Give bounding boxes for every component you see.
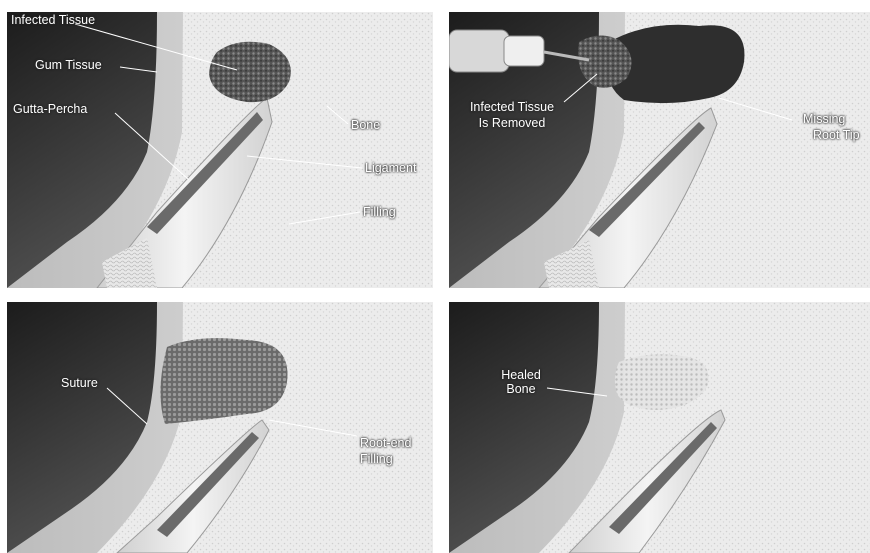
panel-tissue-removed: Infected Tissue Is Removed Missing Root … bbox=[449, 12, 870, 288]
label-filling: Filling bbox=[363, 205, 396, 219]
label-infected-removed-line2: Is Removed bbox=[457, 116, 567, 130]
label-gutta-percha: Gutta-Percha bbox=[13, 102, 87, 116]
instrument-handle bbox=[449, 30, 509, 72]
infected-tissue-blob bbox=[209, 42, 291, 102]
label-root-end-line2: Filling bbox=[360, 452, 393, 466]
panel-healed-bone: Healed Bone bbox=[449, 302, 870, 553]
panel-illustration bbox=[7, 302, 433, 553]
label-missing-line1: Missing bbox=[803, 112, 845, 126]
panel-illustration bbox=[449, 302, 870, 553]
panel-root-end-filling: Suture Root-end Filling bbox=[7, 302, 433, 553]
label-missing-line2: Root Tip bbox=[813, 128, 860, 142]
label-infected-tissue: Infected Tissue bbox=[11, 13, 95, 27]
label-gum-tissue: Gum Tissue bbox=[35, 58, 102, 72]
panel-infected-tissue: Infected Tissue Gum Tissue Gutta-Percha … bbox=[7, 12, 433, 288]
label-root-end-line1: Root-end bbox=[360, 436, 411, 450]
label-infected-removed-line1: Infected Tissue bbox=[457, 100, 567, 114]
label-healed-line1: Healed bbox=[491, 368, 551, 382]
label-healed-line2: Bone bbox=[491, 382, 551, 396]
label-suture: Suture bbox=[61, 376, 98, 390]
label-bone: Bone bbox=[351, 118, 380, 132]
instrument-head bbox=[504, 36, 544, 66]
panel-illustration bbox=[7, 12, 433, 288]
panel-illustration bbox=[449, 12, 870, 288]
label-ligament: Ligament bbox=[365, 161, 416, 175]
